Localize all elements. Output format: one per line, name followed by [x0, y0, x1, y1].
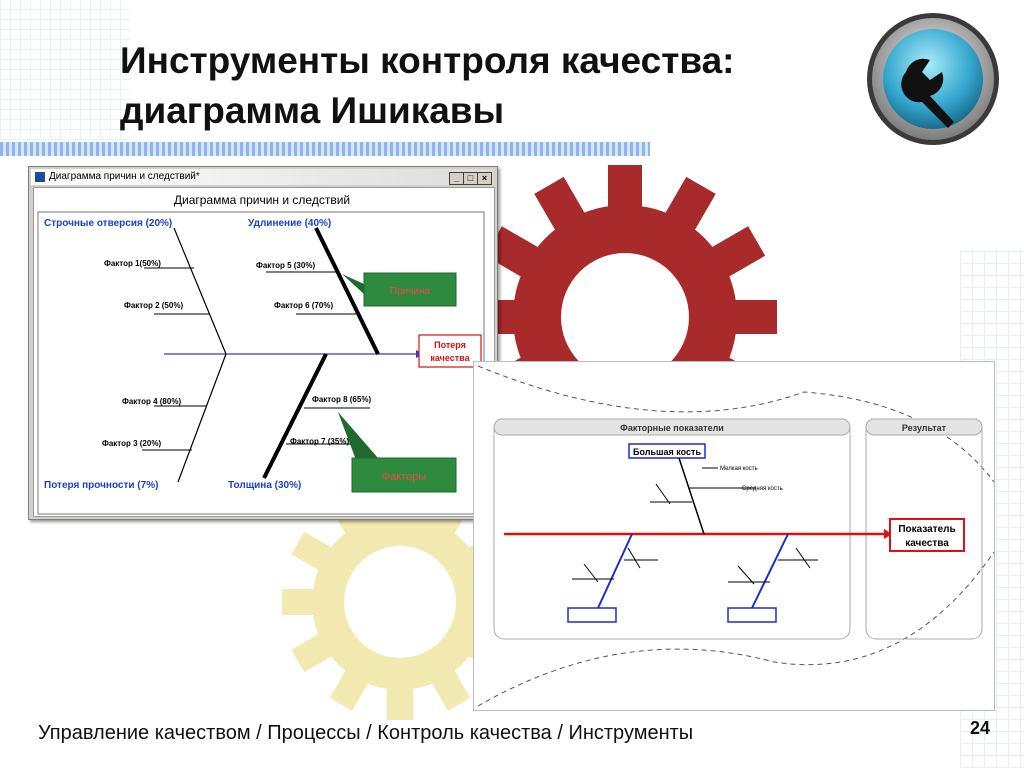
bottom-bone-right-box: [727, 607, 777, 623]
factor3-label: Фактор 3 (20%): [102, 439, 161, 448]
cause-bottom-right: Толщина (30%): [228, 480, 301, 491]
bottom-left-twig-2: [583, 563, 599, 583]
factor7-label: Фактор 7 (35%): [290, 437, 349, 446]
window-title: Диаграмма причин и следствий*: [49, 171, 200, 182]
cause-callout-box: [363, 272, 457, 307]
big-bone-label: Большая кость: [633, 447, 701, 457]
factors-callout-box: [351, 457, 457, 493]
bone-top-left: [173, 227, 227, 355]
minimize-button[interactable]: _: [449, 172, 464, 185]
factor6-label: Фактор 6 (70%): [274, 301, 333, 310]
effect-label-line1: Потеря: [434, 340, 466, 350]
fishbone-scheme-panel: Факторные показатели Результат Показател…: [473, 361, 995, 711]
factors-header-label: Факторные показатели: [620, 423, 724, 433]
bottom-bone-right: [751, 533, 789, 609]
result-box: [889, 518, 965, 552]
factor1-label: Фактор 1(50%): [104, 259, 161, 268]
bone-top-right: [314, 227, 380, 355]
slide-title-line2: диаграмма Ишикавы: [120, 90, 505, 131]
cause-effect-diagram: Диаграмма причин и следствий Потеря каче…: [37, 193, 485, 515]
factors-callout-label: Факторы: [382, 471, 427, 483]
factor5-label: Фактор 5 (30%): [256, 261, 315, 270]
cause-callout-pointer: [342, 274, 364, 294]
big-bone-line: [678, 457, 705, 535]
bone-bottom-left: [177, 353, 227, 483]
result-header-label: Результат: [902, 423, 947, 433]
window-canvas: Диаграмма причин и следствий Потеря каче…: [33, 187, 495, 517]
title-stripe-bar: [0, 142, 650, 156]
factor4-label: Фактор 4 (80%): [122, 397, 181, 406]
result-section-header: [865, 418, 983, 436]
window-icon: [35, 172, 45, 182]
diagram-title: Диаграмма причин и следствий: [174, 193, 350, 207]
slide-title: Инструменты контроля качества: диаграмма…: [120, 36, 735, 136]
small-bone-label: Мелкая кость: [720, 466, 758, 472]
factors-section-header: [493, 418, 851, 436]
effect-label-line2: качества: [430, 353, 470, 363]
bottom-bone-left: [597, 533, 633, 609]
maximize-button[interactable]: □: [463, 172, 478, 185]
factors-callout-pointer: [338, 412, 378, 460]
wrench-icon: [867, 13, 999, 145]
factor2-label: Фактор 2 (50%): [124, 301, 183, 310]
big-bone-box: [628, 443, 706, 459]
cause-callout-label: Причина: [390, 286, 431, 297]
bottom-bone-left-box: [567, 607, 617, 623]
cause-bottom-left: Потеря прочности (7%): [44, 480, 158, 491]
close-button[interactable]: ×: [477, 172, 492, 185]
slide-title-line1: Инструменты контроля качества:: [120, 40, 735, 81]
fish-outline-bottom: [477, 551, 995, 707]
result-label-line1: Показатель: [898, 524, 955, 535]
main-spine-arrowhead: [884, 529, 892, 539]
breadcrumb-footer: Управление качеством / Процессы / Контро…: [38, 722, 694, 744]
medium-bone-label: Средняя кость: [742, 486, 783, 492]
result-label-line2: качества: [905, 538, 949, 549]
factor8-label: Фактор 8 (65%): [312, 395, 371, 404]
window-titlebar: Диаграмма причин и следствий* _ □ ×: [31, 169, 493, 185]
cause-top-right: Удлинение (40%): [248, 218, 331, 229]
cause-top-left: Строчные отверсия (20%): [44, 218, 172, 229]
bottom-right-twig-4: [795, 547, 811, 569]
page-number: 24: [970, 718, 991, 738]
cause-effect-window: Диаграмма причин и следствий* _ □ × Диаг…: [28, 166, 498, 520]
effect-box: [418, 334, 482, 368]
background-grid-top: [0, 0, 130, 140]
fishbone-scheme: Факторные показатели Результат Показател…: [477, 365, 995, 707]
bottom-left-twig-4: [627, 547, 641, 569]
small-twig-1: [655, 483, 671, 505]
bone-bottom-right: [262, 353, 328, 479]
bottom-right-twig-2: [737, 565, 755, 585]
